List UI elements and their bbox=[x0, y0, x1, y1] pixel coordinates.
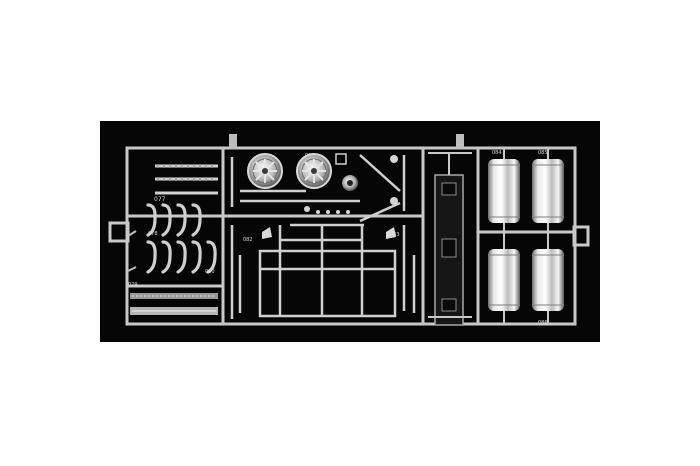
chrome-tank-bottom-left bbox=[488, 249, 520, 311]
grille-side-rods bbox=[230, 225, 416, 319]
chrome-tank-top-right bbox=[532, 159, 564, 223]
rail-ladders bbox=[157, 164, 213, 181]
frame-dividers bbox=[127, 149, 575, 324]
mesh-strips bbox=[130, 293, 218, 315]
small-pins bbox=[304, 155, 398, 214]
sprue-frame: 077 078 079 080 081 082 083 084 085 086 bbox=[108, 134, 590, 326]
part-number-label: 078 bbox=[148, 231, 158, 237]
small-box-part bbox=[335, 153, 347, 165]
outer-frame bbox=[125, 146, 577, 326]
dark-panel bbox=[434, 174, 464, 326]
round-knob bbox=[342, 175, 358, 191]
part-number-label: 084 bbox=[492, 150, 502, 156]
middle-rods bbox=[230, 154, 406, 223]
tank-gates bbox=[503, 149, 549, 324]
part-number-label: 077 bbox=[154, 196, 166, 203]
frame-tab-top-left bbox=[229, 134, 237, 149]
part-number-label: 085 bbox=[538, 150, 548, 156]
photograph: 077 078 079 080 081 082 083 084 085 086 bbox=[100, 121, 600, 342]
wheel-rim-left bbox=[247, 153, 283, 189]
bracket-hooks bbox=[127, 230, 137, 272]
grille-frame bbox=[258, 223, 397, 318]
frame-tab-left bbox=[108, 221, 130, 243]
panel-connectors bbox=[428, 152, 472, 318]
curved-brackets bbox=[146, 203, 217, 274]
frame-tab-right bbox=[572, 225, 590, 247]
part-number-label: 079 bbox=[128, 282, 138, 288]
rail-parts-top bbox=[155, 164, 218, 195]
part-number-label: 082 bbox=[243, 237, 253, 243]
chrome-tank-bottom-right bbox=[532, 249, 564, 311]
part-number-label: 086 bbox=[538, 320, 548, 326]
spoke-fittings bbox=[262, 227, 396, 239]
frame-tab-top-right bbox=[456, 134, 464, 149]
part-number-label: 080 bbox=[205, 269, 215, 275]
wheel-rim-right bbox=[296, 153, 332, 189]
chrome-tank-top-left bbox=[488, 159, 520, 223]
